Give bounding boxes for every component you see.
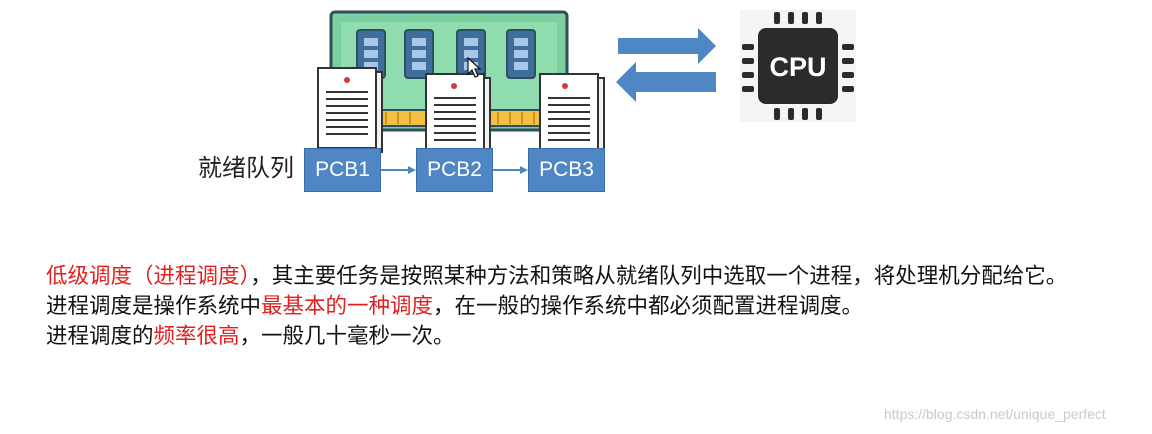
document-icon-1 — [317, 67, 383, 153]
document-icon-3 — [539, 73, 605, 161]
paragraph-1-body: ，其主要任务是按照某种方法和策略从就绪队列中选取一个进程，将处理机分配给它。 — [250, 264, 1068, 289]
paragraph-3-start: 进程调度的 — [46, 324, 154, 349]
paragraph-3: 进程调度的频率很高，一般几十毫秒一次。 — [46, 322, 1141, 352]
explanation-text: 低级调度（进程调度），其主要任务是按照某种方法和策略从就绪队列中选取一个进程，将… — [46, 262, 1141, 352]
high-frequency-term: 频率很高 — [153, 324, 240, 349]
paragraph-2-end: ，在一般的操作系统中都必须配置进程调度。 — [433, 294, 864, 319]
paragraph-2: 进程调度是操作系统中最基本的一种调度，在一般的操作系统中都必须配置进程调度。 — [46, 292, 1141, 322]
low-level-scheduling-term: 低级调度（进程调度） — [46, 264, 251, 289]
paragraph-3-end: ，一般几十毫秒一次。 — [239, 324, 455, 349]
queue-arrow-1 — [381, 166, 416, 174]
ready-queue-label: 就绪队列 — [198, 154, 294, 182]
paragraph-2-start: 进程调度是操作系统中 — [46, 294, 262, 319]
ram-module-icon — [329, 10, 569, 132]
pcb-box-3: PCB3 — [528, 148, 605, 192]
document-icon-2 — [425, 73, 491, 159]
arrow-right-icon — [618, 28, 716, 64]
cpu-label: CPU — [769, 52, 826, 82]
pcb-box-1: PCB1 — [304, 148, 381, 192]
pcb-box-2: PCB2 — [416, 148, 493, 192]
arrow-left-icon — [616, 62, 716, 102]
most-basic-scheduling-term: 最基本的一种调度 — [261, 294, 434, 319]
cpu-chip-icon: CPU — [740, 10, 856, 122]
cursor-icon — [467, 56, 482, 78]
paragraph-1: 低级调度（进程调度），其主要任务是按照某种方法和策略从就绪队列中选取一个进程，将… — [46, 262, 1141, 292]
watermark-text: https://blog.csdn.net/unique_perfect — [884, 406, 1106, 422]
queue-arrow-2 — [493, 166, 528, 174]
